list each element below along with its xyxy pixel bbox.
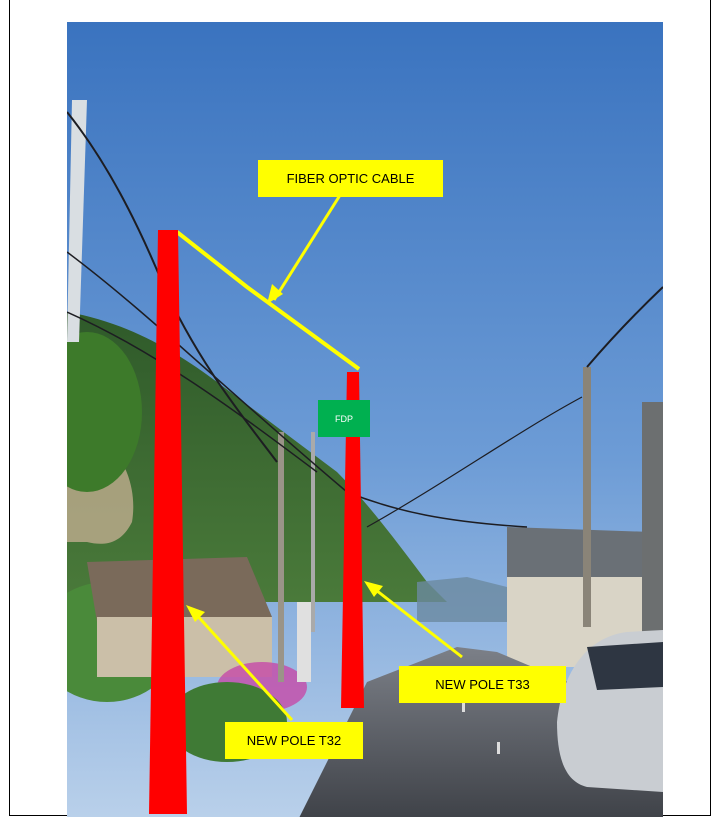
utility-pole-right (583, 367, 591, 627)
fiber-optic-cable-line (175, 230, 361, 371)
fiber-optic-cable-label: FIBER OPTIC CABLE (258, 160, 443, 197)
t33-arrow-icon (364, 581, 383, 597)
building-roof (507, 527, 657, 582)
utility-pole (278, 432, 284, 682)
wire (366, 396, 583, 528)
pole-t32-label: NEW POLE T32 (225, 722, 363, 759)
fdp-label: FDP (318, 400, 370, 437)
wire (586, 286, 663, 368)
building-right-edge (642, 402, 663, 632)
wire (67, 311, 318, 473)
pole-t33-label: NEW POLE T33 (399, 666, 566, 703)
wire (67, 251, 528, 528)
concrete-post (297, 602, 311, 682)
tree-left (67, 332, 142, 492)
new-pole-t32 (149, 230, 187, 814)
cable-arrow-shaft (272, 191, 344, 301)
car-window (587, 642, 663, 690)
cable-arrow-icon (267, 284, 283, 304)
existing-pole-left (67, 100, 87, 342)
new-pole-t33 (341, 372, 364, 708)
t32-arrow-icon (186, 605, 205, 622)
t32-arrow-shaft (192, 610, 294, 722)
utility-pole (311, 432, 315, 632)
t33-arrow-shaft (371, 585, 463, 659)
road-mark (497, 742, 500, 754)
road-mark (462, 702, 465, 712)
